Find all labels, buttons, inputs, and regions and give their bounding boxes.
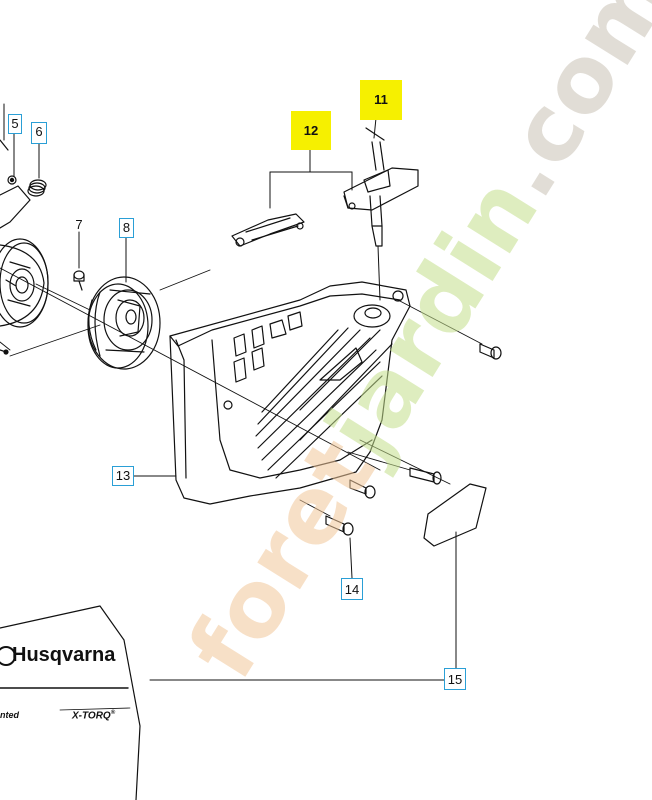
starter-handle-part-11 [343,117,419,301]
decal-part-15 [149,439,487,681]
screw-part-7 [73,231,85,291]
callout-6[interactable]: 6 [31,122,47,144]
callout-8[interactable]: 8 [119,218,134,238]
brand-partial-text: nted [0,710,19,720]
leaders-5-6 [3,103,40,179]
brand-model: X-TORQ® [72,710,115,721]
brand-model-text: X-TORQ [72,710,111,722]
left-partial-assembly [0,139,49,355]
husqvarna-logo-icon [0,646,16,666]
callout-5[interactable]: 5 [8,114,22,134]
rope-clip-part-12 [231,149,353,247]
callout-13[interactable]: 13 [112,466,134,486]
pulley-part-8 [87,237,161,370]
assembly-axis-lines [0,267,381,471]
callout-15[interactable]: 15 [444,668,466,690]
screws [299,299,502,579]
callout-7[interactable]: 7 [75,217,83,232]
brand-model-mark: ® [110,710,116,716]
callout-12[interactable]: 12 [291,111,331,150]
callout-11[interactable]: 11 [360,80,402,120]
left-pulley [0,238,49,328]
brand-logo: Husqvarna [12,644,116,666]
spring-part-6 [27,179,47,197]
decal-outline [0,605,141,800]
callout-14[interactable]: 14 [341,578,363,600]
starter-housing-part-13 [169,281,411,505]
